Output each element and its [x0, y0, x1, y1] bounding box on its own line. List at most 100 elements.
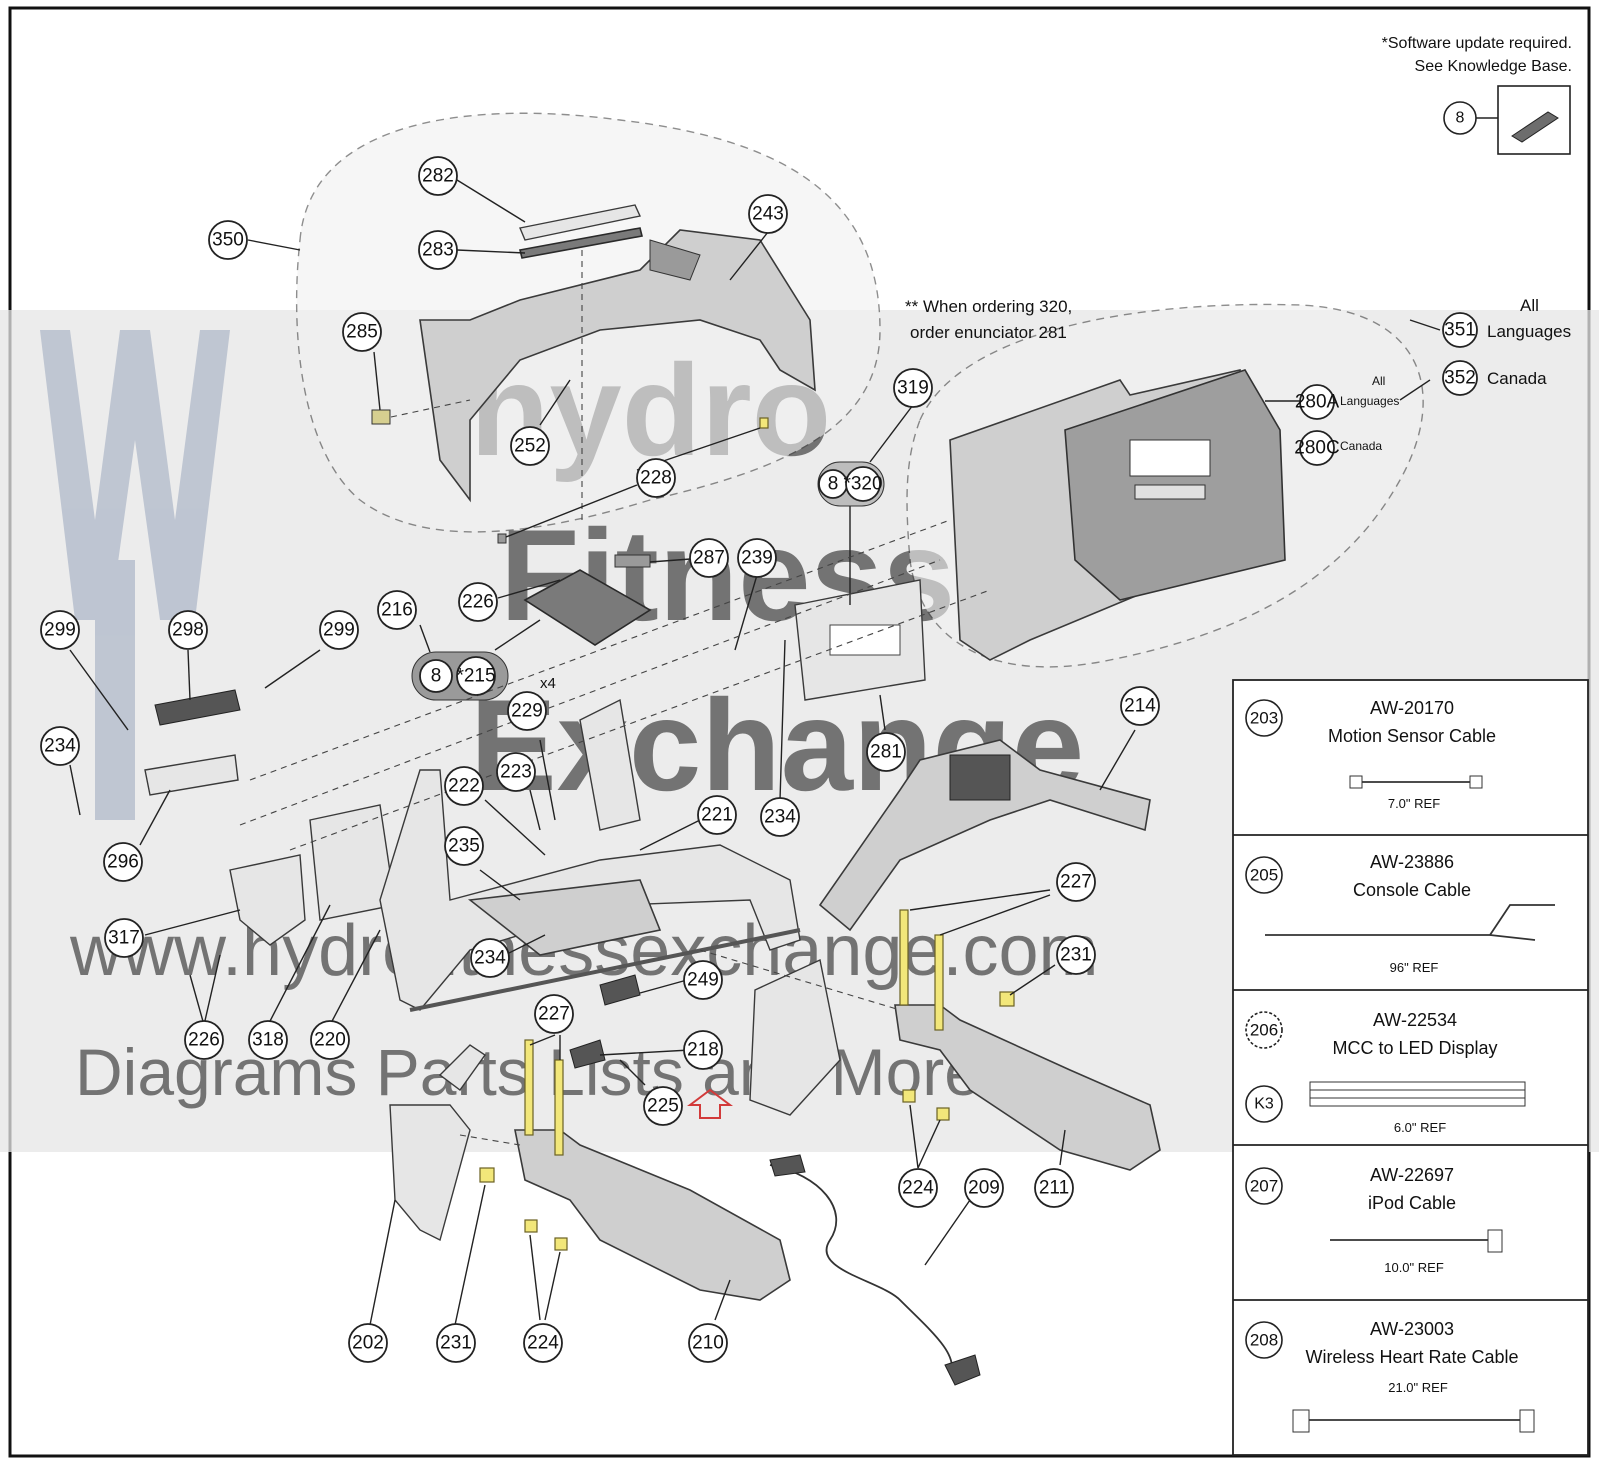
part-228-screw: [759, 417, 769, 429]
callout-number: 296: [107, 852, 139, 873]
callout-circle: [845, 466, 881, 502]
callout-circle: [1034, 1168, 1074, 1208]
callout-circle: [697, 795, 737, 835]
callout-c224a: 224: [898, 1168, 938, 1208]
lead-227b2: [939, 894, 1051, 936]
lead-299a: [69, 649, 129, 731]
callout-circle: [319, 610, 359, 650]
quantity-x4: x4: [540, 675, 556, 692]
handrail-210: [514, 1129, 791, 1301]
callout-c299a: 299: [40, 610, 80, 650]
callout-number: 298: [172, 620, 204, 641]
lead-216: [419, 624, 431, 653]
hr-cable-209: [769, 1164, 953, 1376]
canada-label: Canada: [1487, 369, 1547, 388]
lead-239: [734, 574, 758, 651]
cable-207-ref: 207: [1250, 1177, 1278, 1196]
lead-318: [267, 904, 331, 1026]
callout-c202: 202: [348, 1323, 388, 1363]
lead-220: [329, 929, 381, 1026]
plate-uprights: [749, 958, 841, 1116]
callout-circle: [470, 938, 510, 978]
callout-circle: [456, 656, 496, 696]
handlebar-214: [818, 739, 1151, 932]
callout-circle: [40, 726, 80, 766]
lead-252: [539, 379, 571, 426]
callout-c234b: 234: [760, 797, 800, 837]
callout-number: 282: [422, 166, 454, 187]
usb-ref-number: 8: [1456, 110, 1465, 127]
callout-c210: 210: [688, 1323, 728, 1363]
callout-c351: 351: [1442, 312, 1478, 348]
cable-203-length: 7.0" REF: [1388, 796, 1440, 811]
callout-circle: [419, 659, 453, 693]
usb-box: [1497, 85, 1571, 155]
usb-stick-icon: [1511, 111, 1559, 143]
cable-203-circle: [1245, 699, 1283, 737]
cable-206-circle: [1245, 1011, 1283, 1049]
cable-207-plug: [1487, 1229, 1503, 1253]
lead-209: [924, 1199, 971, 1266]
lead-228: [505, 484, 638, 538]
nut-224-d: [936, 1107, 950, 1121]
lead-231a: [1009, 964, 1056, 996]
lead-351: [1409, 319, 1441, 331]
callout-circle: [1120, 686, 1160, 726]
callout-number: 280A: [1295, 392, 1340, 413]
lead-352: [1399, 379, 1431, 401]
cable-207-part: AW-22697: [1370, 1165, 1454, 1185]
watermark-logo-stem: [95, 560, 135, 820]
cable-206-length: 6.0" REF: [1394, 1120, 1446, 1135]
lead-283: [456, 249, 526, 254]
callout-c227b: 227: [1056, 862, 1096, 902]
display-window: [829, 624, 901, 656]
callout-number: 235: [448, 836, 480, 857]
callout-c249: 249: [683, 960, 723, 1000]
callout-c231b: 231: [436, 1323, 476, 1363]
callout-c283: 283: [418, 230, 458, 270]
callout-circle: [208, 220, 248, 260]
cable-208-circle: [1245, 1321, 1283, 1359]
software-note-line1: *Software update required.: [1382, 35, 1572, 52]
callout-c282: 282: [418, 156, 458, 196]
callout-circle: [418, 230, 458, 270]
bolt-227-right-b: [934, 934, 944, 1031]
callout-circle: [348, 1323, 388, 1363]
callout-number: 239: [741, 548, 773, 569]
dash-4: [699, 949, 901, 1011]
callout-circle: [168, 610, 208, 650]
handlebar-display: [949, 754, 1011, 801]
shroud-insert: [649, 239, 701, 281]
callout-number: 351: [1444, 320, 1476, 341]
lead-227a: [529, 1034, 556, 1046]
callout-circle: [510, 426, 550, 466]
small-languages-label: Languages: [1340, 394, 1399, 408]
lead-299b: [264, 649, 321, 689]
dash-2: [239, 559, 941, 826]
callout-number: 243: [752, 204, 784, 225]
hr-clip-end: [944, 1354, 981, 1386]
lead-215: [494, 619, 541, 651]
callout-circle: [1442, 312, 1478, 348]
callout-c229: 229: [507, 691, 547, 731]
languages-label: Languages: [1487, 322, 1571, 341]
callout-number: 281: [870, 742, 902, 763]
callout-c320: *320: [843, 466, 883, 502]
callout-c285: 285: [342, 312, 382, 352]
callout-circle: [964, 1168, 1004, 1208]
cable-k3-ref: K3: [1254, 1096, 1274, 1113]
callout-number: 8: [828, 474, 839, 495]
callout-number: 285: [346, 322, 378, 343]
callout-c227a: 227: [534, 994, 574, 1034]
callout-c350: 350: [208, 220, 248, 260]
callout-circle: [507, 691, 547, 731]
callout-circle: [683, 960, 723, 1000]
callout-number: 229: [511, 701, 543, 722]
cable-205-name: Console Cable: [1353, 880, 1471, 900]
callout-c299b: 299: [319, 610, 359, 650]
callout-number: 210: [692, 1333, 724, 1354]
cable-208-length: 21.0" REF: [1388, 1380, 1448, 1395]
callout-number: 252: [514, 436, 546, 457]
cable-203-plug-l: [1349, 775, 1363, 789]
